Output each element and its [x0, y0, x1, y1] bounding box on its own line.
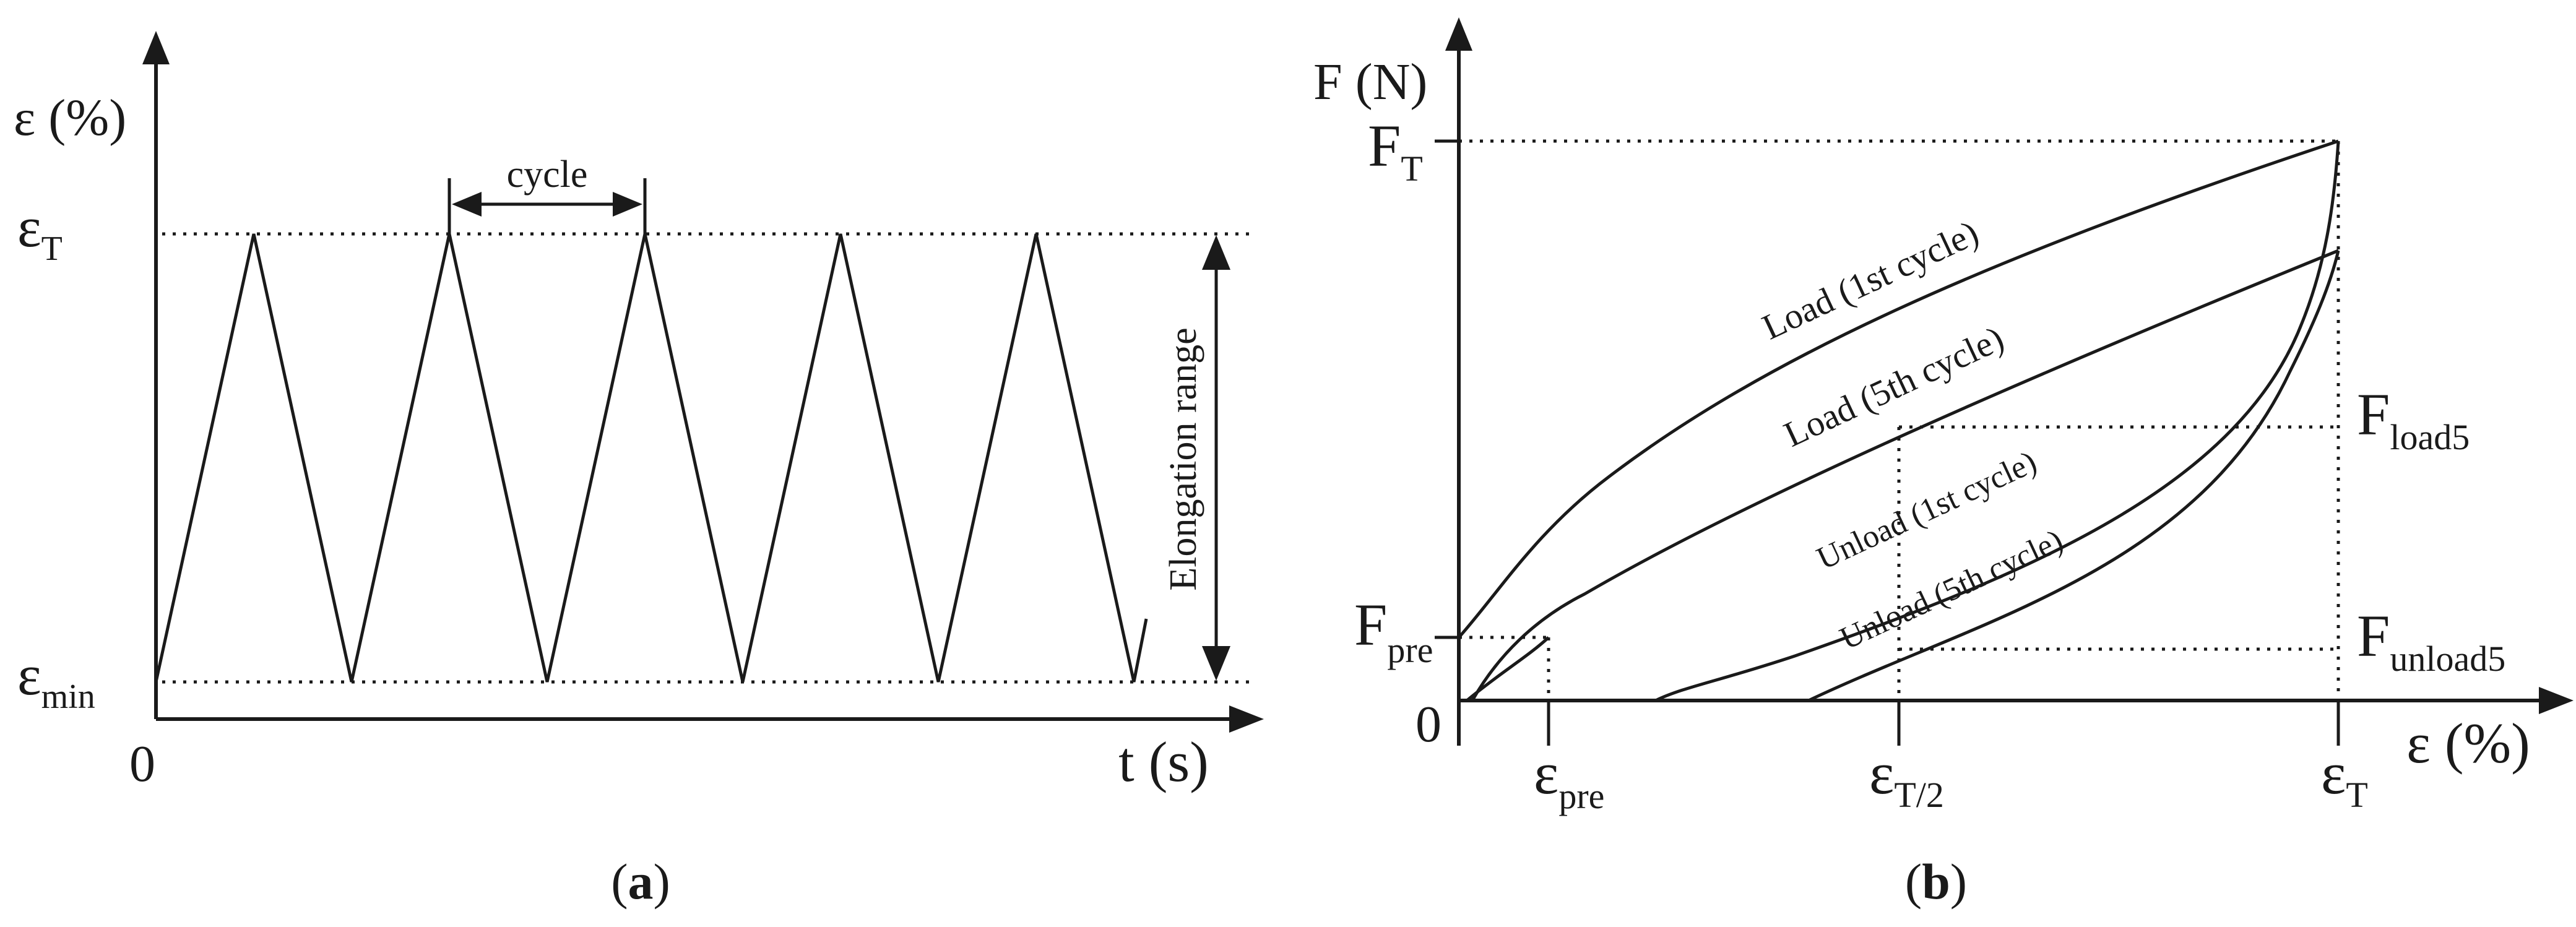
panel-b-load-1st-label: Load (1st cycle)	[1756, 212, 1984, 347]
panel-b-F-unload5-label: Funload5	[2357, 603, 2505, 679]
panel-b-caption-close: )	[1950, 853, 1967, 910]
panel-a-y-axis-label: ε (%)	[14, 89, 126, 147]
panel-b-F-pre-label: Fpre	[1354, 592, 1433, 670]
panel-b-caption-letter: b	[1922, 853, 1950, 910]
panel-a-range-arrow-bottom	[1202, 646, 1230, 681]
panel-a-eps-T-symbol: ε	[17, 196, 41, 259]
panel-b-F-load5-symbol: F	[2357, 381, 2390, 447]
panel-b-F-T-symbol: F	[1368, 113, 1401, 179]
panel-a-caption-close: )	[654, 853, 670, 910]
panel-b-F-T-subscript: T	[1401, 149, 1422, 189]
panel-a-origin-label: 0	[129, 735, 155, 793]
panel-b-load-5th-label: Load (5th cycle)	[1778, 318, 2010, 455]
panel-a-x-axis-label: t (s)	[1118, 730, 1209, 793]
panel-b-F-pre-subscript: pre	[1387, 630, 1433, 670]
panel-b-unload-1st-cycle-curve	[1654, 140, 2340, 702]
panel-a-caption-open: (	[611, 853, 628, 910]
panel-a-strain-signal	[154, 233, 1148, 683]
panel-b-y-axis-label: F (N)	[1313, 53, 1427, 111]
panel-a-eps-min-label: εmin	[17, 644, 95, 716]
panel-b-F-pre-symbol: F	[1354, 592, 1387, 658]
panel-a-eps-T-subscript: T	[41, 230, 63, 268]
panel-b-eps-T-subscript: T	[2346, 775, 2367, 815]
panel-b-eps-pre-label: εpre	[1534, 740, 1604, 816]
panel-a-x-axis-arrowhead	[1229, 705, 1264, 733]
panel-a-eps-T-label: εT	[17, 196, 63, 268]
panel-a-range-arrow-top	[1202, 235, 1230, 270]
panel-b-eps-T2-subscript: T/2	[1894, 775, 1944, 815]
panel-b-y-axis-arrowhead	[1445, 17, 1472, 51]
panel-a-cycle-arrow-right	[613, 192, 642, 217]
panel-a-caption: (a)	[611, 853, 670, 910]
panel-b-eps-T-label: εT	[2321, 740, 2368, 815]
panel-b-origin-label: 0	[1416, 696, 1441, 753]
panel-b-caption-open: (	[1905, 853, 1922, 910]
panel-b-F-unload5-symbol: F	[2357, 603, 2390, 669]
panel-a-y-axis-arrowhead	[142, 31, 170, 64]
panel-b-F-load5-subscript: load5	[2390, 417, 2470, 457]
panel-b-pre-load-segment	[1466, 636, 1550, 702]
panel-a-caption-letter: a	[628, 853, 654, 910]
panel-a-cycle-label: cycle	[507, 153, 588, 196]
panel-b-load-1st-cycle-curve	[1458, 139, 2339, 639]
panel-b-eps-pre-symbol: ε	[1534, 740, 1558, 806]
panel-b-x-axis-arrowhead	[2539, 687, 2574, 714]
panel-b-F-unload5-subscript: unload5	[2390, 639, 2505, 679]
panel-b-eps-pre-subscript: pre	[1558, 776, 1604, 816]
panel-b-unload-5th-cycle-curve	[1807, 250, 2340, 702]
panel-a-cycle-arrow-left	[452, 192, 482, 217]
panel-a: cycle Elongation range ε (%) εT εmin 0 t…	[14, 31, 1264, 910]
panel-b: Load (1st cycle) Load (5th cycle) Unload…	[1313, 17, 2574, 910]
panel-a-range-label: Elongation range	[1162, 327, 1204, 590]
panel-b-eps-T2-label: εT/2	[1869, 740, 1944, 815]
panel-a-eps-min-subscript: min	[41, 678, 95, 716]
panel-b-F-T-label: FT	[1368, 113, 1423, 189]
panel-b-x-axis-label: ε (%)	[2406, 712, 2530, 775]
panel-b-eps-T2-symbol: ε	[1869, 740, 1894, 806]
panel-a-eps-min-symbol: ε	[17, 644, 41, 707]
panel-b-caption: (b)	[1905, 853, 1967, 910]
panel-b-F-load5-label: Fload5	[2357, 381, 2470, 457]
panel-b-load-5th-cycle-curve	[1471, 249, 2339, 701]
panel-b-eps-T-symbol: ε	[2321, 740, 2346, 806]
